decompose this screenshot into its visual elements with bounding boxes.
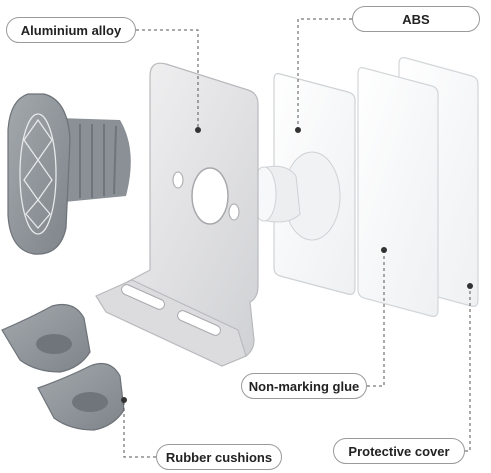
bracket-slot-right <box>177 310 221 336</box>
bracket-slot-left <box>121 284 165 310</box>
label-rubber-cushions: Rubber cushions <box>156 444 282 470</box>
rubber-cushion-bottom-hollow <box>72 392 108 412</box>
rubber-cushion-top-hollow <box>36 334 72 354</box>
rubber-head-pad <box>7 93 71 255</box>
bracket-screw-hole-left <box>172 171 184 189</box>
bracket-center-hole <box>191 167 229 225</box>
leader-rubber <box>123 400 156 458</box>
non-marking-glue-sheet <box>357 67 439 317</box>
bracket-screw-hole-right <box>228 203 240 221</box>
rubber-neck-ridges <box>79 124 117 198</box>
aluminium-bracket-shelf <box>95 279 247 367</box>
label-protective-cover: Protective cover <box>333 438 465 464</box>
leader-lines <box>123 18 471 458</box>
label-non-marking-glue: Non-marking glue <box>241 373 367 399</box>
rubber-pattern-icon <box>19 113 57 235</box>
leader-abs <box>297 18 352 130</box>
leader-dots <box>121 127 473 403</box>
leader-aluminium <box>136 29 199 130</box>
label-abs: ABS <box>352 6 480 32</box>
leader-cover <box>465 286 471 452</box>
label-aluminium-alloy: Aluminium alloy <box>6 17 136 43</box>
rubber-neck <box>58 118 131 202</box>
